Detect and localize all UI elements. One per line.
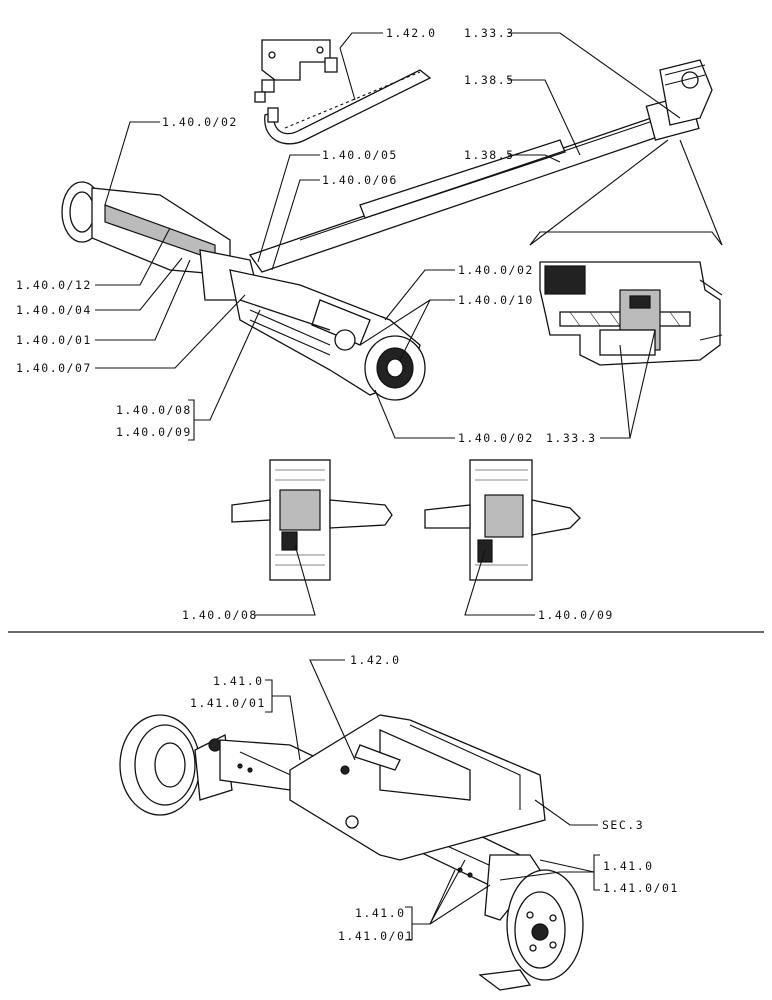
callout-1-40-0-12: 1.40.0/12 xyxy=(16,278,92,292)
callout-1-40-0-10: 1.40.0/10 xyxy=(458,293,534,307)
callout-1-40-0-02-top: 1.40.0/02 xyxy=(162,115,238,129)
callout-1-40-0-04: 1.40.0/04 xyxy=(16,303,92,317)
callout-1-33-3-bottom: 1.33.3 xyxy=(546,431,597,445)
callout-1-42-0-lower: 1.42.0 xyxy=(350,653,401,667)
callout-1-40-0-07: 1.40.0/07 xyxy=(16,361,92,375)
callout-1-38-5-b: 1.38.5 xyxy=(464,148,515,162)
callout-1-41-0-01-right: 1.41.0/01 xyxy=(603,881,679,895)
callout-1-42-0-top: 1.42.0 xyxy=(386,26,437,40)
callout-1-40-0-08-a: 1.40.0/08 xyxy=(116,403,192,417)
callout-1-40-0-08-b: 1.40.0/08 xyxy=(182,608,258,622)
right-wheel-hub xyxy=(478,854,584,991)
callout-1-41-0-right: 1.41.0 xyxy=(603,859,654,873)
transfer-box-section-detail xyxy=(529,139,723,366)
hub-section-left xyxy=(231,459,393,581)
lower-axle-illustration xyxy=(119,714,584,991)
callout-1-33-3-top: 1.33.3 xyxy=(464,26,515,40)
callout-1-41-0-bottom: 1.41.0 xyxy=(355,906,406,920)
callout-1-41-0-01-bottom: 1.41.0/01 xyxy=(338,929,414,943)
left-wheel-hub xyxy=(119,714,233,816)
callout-1-40-0-06: 1.40.0/06 xyxy=(322,173,398,187)
callout-1-40-0-02-bottom: 1.40.0/02 xyxy=(458,431,534,445)
front-axle-housing xyxy=(61,181,426,401)
callout-1-40-0-05: 1.40.0/05 xyxy=(322,148,398,162)
upper-axle-illustration xyxy=(61,39,723,581)
hose-bracket-assembly xyxy=(254,39,432,145)
callout-1-38-5-a: 1.38.5 xyxy=(464,73,515,87)
drive-shaft xyxy=(248,59,713,273)
leader-lines xyxy=(95,32,681,941)
callout-1-40-0-09-b: 1.40.0/09 xyxy=(538,608,614,622)
callout-1-41-0-01-left: 1.41.0/01 xyxy=(190,696,266,710)
callout-1-41-0-left: 1.41.0 xyxy=(213,674,264,688)
callout-sec-3: SEC.3 xyxy=(602,818,644,832)
hub-section-right xyxy=(424,459,581,581)
callout-labels: 1.42.0 1.33.3 1.38.5 1.38.5 1.40.0/02 1.… xyxy=(16,26,679,943)
callout-1-40-0-02-right: 1.40.0/02 xyxy=(458,263,534,277)
callout-1-40-0-09-a: 1.40.0/09 xyxy=(116,425,192,439)
callout-1-40-0-01: 1.40.0/01 xyxy=(16,333,92,347)
axle-support-sump xyxy=(289,714,546,861)
